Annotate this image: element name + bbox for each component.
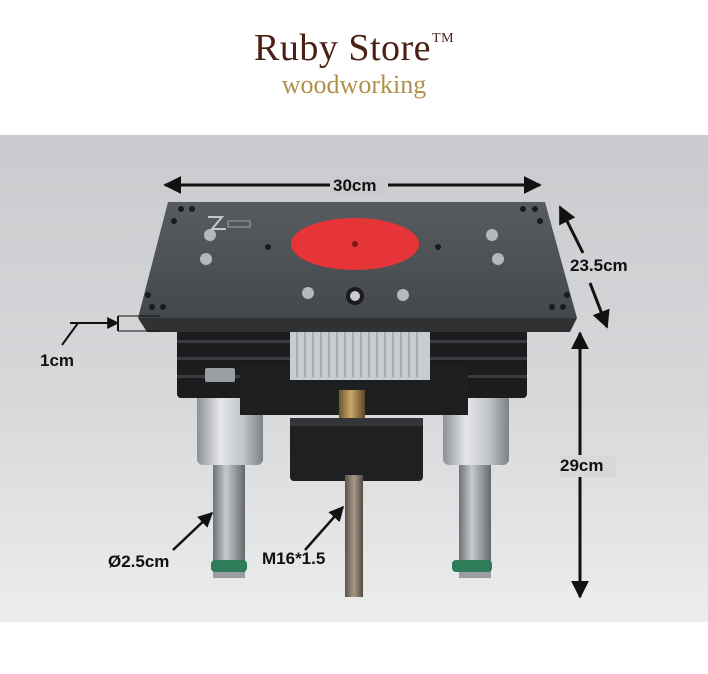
rod-diameter-label: Ø2.5cm [108, 552, 170, 571]
plate-holes [145, 206, 570, 310]
trademark-symbol: TM [432, 31, 455, 46]
plate-edge [138, 318, 577, 332]
width-label: 30cm [333, 176, 377, 195]
threaded-rod [345, 475, 363, 597]
depth-arrow-top [558, 205, 585, 254]
lift-body [177, 328, 527, 415]
thread-arrow [304, 505, 344, 551]
rod-diameter-arrow [172, 511, 214, 551]
plate-screws [200, 229, 504, 305]
nut-block [290, 418, 423, 481]
thickness-label: 1cm [40, 351, 75, 370]
brand-name-text: Ruby Store [253, 27, 432, 69]
brand-name: Ruby StoreTM [0, 26, 708, 70]
product-photo [0, 135, 708, 622]
brand-header: Ruby StoreTM woodworking [0, 0, 708, 135]
maker-logo [208, 216, 226, 230]
height-label: 29cm [560, 456, 604, 475]
depth-label: 23.5cm [570, 256, 628, 275]
brand-tagline: woodworking [281, 70, 427, 99]
depth-arrow-bottom [588, 282, 610, 329]
thread-label: M16*1.5 [262, 549, 326, 568]
